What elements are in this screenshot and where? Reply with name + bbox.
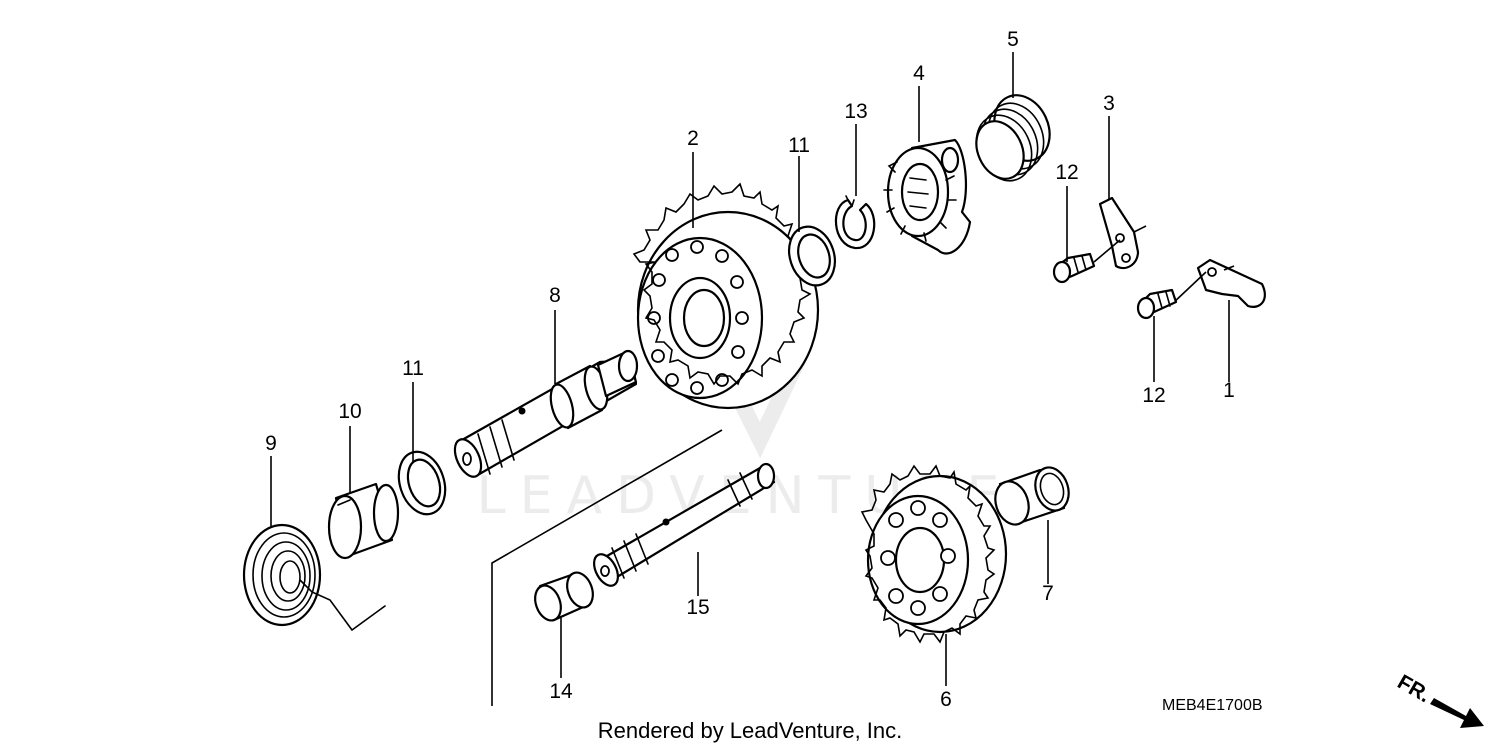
callout-9: 9 [265,432,277,455]
part-15-shaft[interactable] [589,462,776,590]
callout-12-lower: 12 [1142,384,1165,407]
callout-12-upper: 12 [1055,161,1078,184]
callout-11-lower: 11 [402,357,424,380]
part-11-washer-upper[interactable] [782,221,842,292]
part-4-ratchet[interactable] [883,138,972,255]
part-11-washer-lower[interactable] [391,446,453,520]
front-arrow-icon [1430,698,1484,728]
callout-numbers: 1 2 3 4 5 6 7 8 9 10 11 11 12 12 13 14 1… [265,28,1235,711]
part-9-spring[interactable] [242,523,386,632]
callout-6: 6 [940,688,952,711]
callout-2: 2 [687,127,699,150]
part-12-bolt-upper[interactable] [1052,239,1121,284]
assembly-bracket-line [491,429,723,706]
front-indicator: FR. [1394,670,1484,728]
part-5-ratchet-spring[interactable] [966,86,1060,190]
callout-13: 13 [844,100,867,123]
part-6-idle-gear[interactable] [860,464,1008,644]
part-3-plate[interactable] [1098,196,1147,270]
callout-11-upper: 11 [788,134,810,157]
part-8-spindle[interactable] [450,349,639,481]
part-10-collar[interactable] [327,482,400,560]
part-2-drive-gear[interactable] [632,182,820,410]
callout-15: 15 [686,596,709,619]
front-indicator-text: FR. [1394,670,1435,707]
part-12-bolt-lower[interactable] [1136,288,1178,320]
callout-4: 4 [913,62,925,85]
leader-lines [270,52,1230,686]
part-13-circlip[interactable] [834,195,876,250]
callout-5: 5 [1007,28,1019,51]
part-1-stopper[interactable] [1171,258,1266,308]
callout-8: 8 [549,284,561,307]
diagram-code: MEB4E1700B [1162,697,1263,714]
callout-7: 7 [1042,582,1054,605]
part-14-bushing[interactable] [531,569,598,624]
part-7-bushing[interactable] [990,463,1074,529]
footer-credit: Rendered by LeadVenture, Inc. [598,718,903,743]
callout-1: 1 [1223,379,1235,402]
callout-14: 14 [549,680,573,703]
callout-3: 3 [1103,92,1115,115]
callout-10: 10 [338,400,361,423]
